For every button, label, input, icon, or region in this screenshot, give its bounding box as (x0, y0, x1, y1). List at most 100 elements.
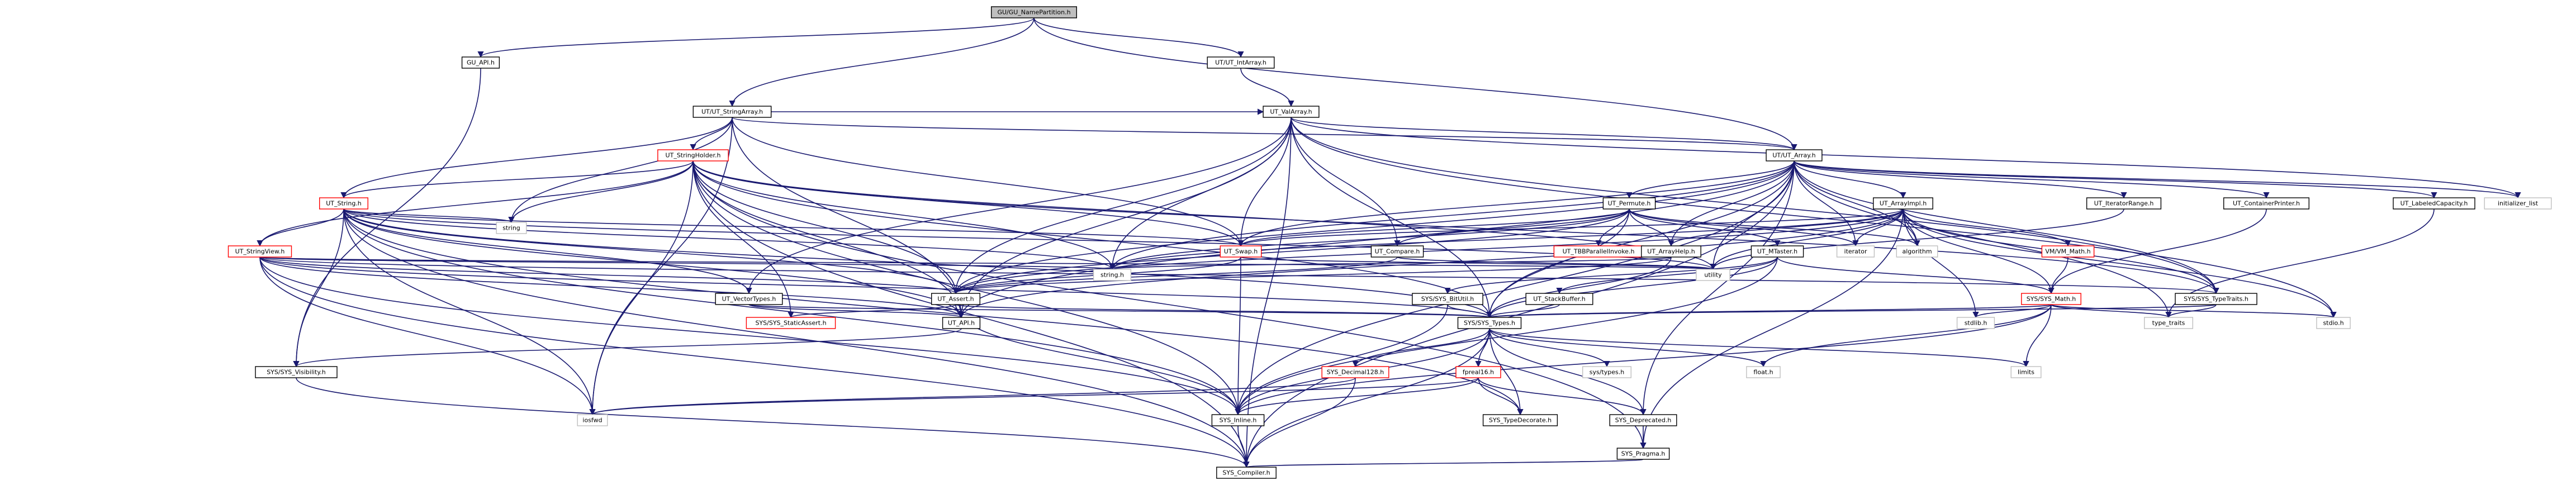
node-algorithm: algorithm (1896, 245, 1938, 258)
edge-ut-arrayimpl-to-ut-arrayhelp (1668, 208, 1904, 247)
node-box (2393, 197, 2475, 210)
edge-ut-array-to-ut-iteratorrange (1794, 160, 2127, 199)
node-ut-permute[interactable]: UT_Permute.h (1602, 197, 1656, 210)
node-label: VM/VM_Math.h (2045, 248, 2090, 255)
edge-sys-types-to-sys-typedecorate (1489, 328, 1524, 416)
edge-ut-stringholder-to-sys-typetraits (692, 160, 2219, 294)
node-label: UT/UT_Array.h (1772, 152, 1815, 159)
edge-ut-arrayimpl-to-ut-swap (1237, 208, 1904, 247)
node-sys-decimal128[interactable]: SYS_Decimal128.h (1321, 366, 1389, 378)
node-sys-typedecorate[interactable]: SYS_TypeDecorate.h (1482, 414, 1558, 426)
node-box (931, 293, 980, 305)
node-ut-valarray[interactable]: UT_ValArray.h (1263, 106, 1320, 118)
edge-ut-mtaster-to-sys-types (1486, 256, 1778, 319)
node-ut-intarray[interactable]: UT/UT_IntArray.h (1207, 56, 1275, 69)
edge-ut-string-to-ut-vectortypes (343, 208, 752, 294)
edge-sys-types-to-sys-decimal128 (1352, 328, 1490, 368)
node-sys-pragma[interactable]: SYS_Pragma.h (1616, 448, 1670, 460)
node-ut-assert[interactable]: UT_Assert.h (931, 293, 980, 305)
node-box (461, 56, 500, 69)
edge-ut-permute-to-ut-swap (1237, 208, 1630, 247)
node-ut-swap[interactable]: UT_Swap.h (1220, 245, 1262, 258)
node-vm-math[interactable]: VM/VM_Math.h (2041, 245, 2095, 258)
edge-ut-mtaster-to-sys-bitutil (1444, 256, 1778, 294)
edge-sys-types-to-sys-deprecated (1489, 328, 1647, 416)
node-iosfwd: iosfwd (577, 414, 608, 426)
node-box (1482, 414, 1558, 426)
edge-sys-pragma-to-sys-compiler (1244, 459, 1644, 468)
node-sys-visibility[interactable]: SYS/SYS_Visibility.h (255, 366, 338, 378)
edge-ut-string-to-iosfwd (343, 208, 596, 416)
node-ut-mtaster[interactable]: UT_MTaster.h (1750, 245, 1804, 258)
node-ut-arrayhelp[interactable]: UT_ArrayHelp.h (1641, 245, 1701, 258)
edge-fpreal16-to-sys-deprecated (1478, 377, 1647, 416)
node-ut-compare[interactable]: UT_Compare.h (1370, 245, 1424, 258)
node-sys-math[interactable]: SYS/SYS_Math.h (2021, 293, 2081, 305)
edge-ut-string-to-sys-typedecorate (343, 208, 1524, 416)
node-label: UT_IteratorRange.h (2094, 200, 2154, 207)
node-sys-typetraits[interactable]: SYS/SYS_TypeTraits.h (2175, 293, 2257, 305)
edge-ut-string-to-string-h (343, 208, 1116, 270)
edge-ut-arrayimpl-to-stdlib (1903, 208, 1979, 319)
node-ut-vectortypes[interactable]: UT_VectorTypes.h (715, 293, 783, 305)
edge-ut-stringview-to-sys-compiler (259, 256, 1250, 468)
edge-ut-vectortypes-to-ut-api (748, 304, 965, 319)
node-box (1216, 467, 1277, 479)
node-sys-bitutil[interactable]: SYS/SYS_BitUtil.h (1412, 293, 1483, 305)
node-ut-stackbuffer[interactable]: UT_StackBuffer.h (1525, 293, 1593, 305)
edge-ut-swap-to-sys-inline (1235, 256, 1241, 416)
node-label: SYS/SYS_Visibility.h (267, 369, 326, 376)
edge-sys-math-to-limits (2023, 304, 2052, 368)
node-ut-containerprinter[interactable]: UT_ContainerPrinter.h (2223, 197, 2309, 210)
edge-ut-stringview-to-string-h (259, 256, 1115, 270)
node-sys-deprecated[interactable]: SYS_Deprecated.h (1609, 414, 1677, 426)
node-label: SYS_Compiler.h (1222, 469, 1270, 477)
node-box (1093, 269, 1132, 281)
edge-ut-string-to-ut-assert (343, 208, 959, 294)
node-root[interactable]: GU/GU_NamePartition.h (990, 6, 1077, 18)
node-iterator: iterator (1836, 245, 1875, 258)
node-ut-labeledcapacity[interactable]: UT_LabeledCapacity.h (2393, 197, 2475, 210)
node-ut-api[interactable]: UT_API.h (942, 317, 981, 329)
node-label: algorithm (1902, 248, 1932, 255)
edge-sys-math-to-sys-inline (1235, 304, 2052, 416)
node-fpreal16[interactable]: fpreal16.h (1455, 366, 1501, 378)
node-box (2484, 197, 2552, 210)
node-ut-stringarray[interactable]: UT/UT_StringArray.h (692, 106, 772, 118)
node-ut-stringview[interactable]: UT_StringView.h (227, 245, 292, 258)
edge-ut-assert-to-sys-staticassert (787, 304, 956, 319)
edge-sys-decimal128-to-iosfwd (589, 377, 1356, 416)
node-sys-staticassert[interactable]: SYS/SYS_StaticAssert.h (746, 317, 836, 329)
edge-root-to-ut-stringarray (729, 17, 1035, 107)
edge-ut-stringholder-to-sys-compiler (692, 160, 1250, 468)
node-box (1873, 197, 1933, 210)
node-box (2041, 245, 2095, 258)
edge-gu-api-to-sys-visibility (293, 68, 481, 368)
node-label: float.h (1753, 369, 1773, 376)
node-box (942, 317, 981, 329)
edge-ut-permute-to-iterator (1629, 208, 1859, 247)
node-ut-stringholder[interactable]: UT_StringHolder.h (657, 149, 729, 161)
node-box (1609, 414, 1677, 426)
node-ut-arrayimpl[interactable]: UT_ArrayImpl.h (1873, 197, 1933, 210)
node-sys-compiler[interactable]: SYS_Compiler.h (1216, 467, 1277, 479)
node-box (2143, 317, 2193, 329)
node-float-h: float.h (1746, 366, 1781, 378)
edge-ut-arrayimpl-to-utility (1710, 208, 1904, 270)
node-ut-array[interactable]: UT/UT_Array.h (1766, 149, 1823, 161)
node-sys-types[interactable]: SYS/SYS_Types.h (1457, 317, 1522, 329)
edge-ut-permute-to-string-h (1109, 208, 1630, 270)
node-ut-iteratorrange[interactable]: UT_IteratorRange.h (2086, 197, 2162, 210)
edge-ut-arrayimpl-to-ut-assert (952, 208, 1904, 294)
node-label: limits (2018, 369, 2034, 376)
edge-ut-iteratorrange-to-utility (1710, 208, 2124, 270)
edge-ut-array-to-initializer-list (1794, 160, 2521, 199)
node-gu-api[interactable]: GU_API.h (461, 56, 500, 69)
node-box (746, 317, 836, 329)
node-utility: utility (1696, 269, 1730, 281)
node-ut-tbbparallelinvoke[interactable]: UT_TBBParallelInvoke.h (1553, 245, 1644, 258)
edge-ut-stringarray-to-ut-string (340, 117, 733, 199)
node-sys-inline[interactable]: SYS_Inline.h (1211, 414, 1265, 426)
node-ut-string[interactable]: UT_String.h (319, 197, 369, 210)
node-box (319, 197, 369, 210)
